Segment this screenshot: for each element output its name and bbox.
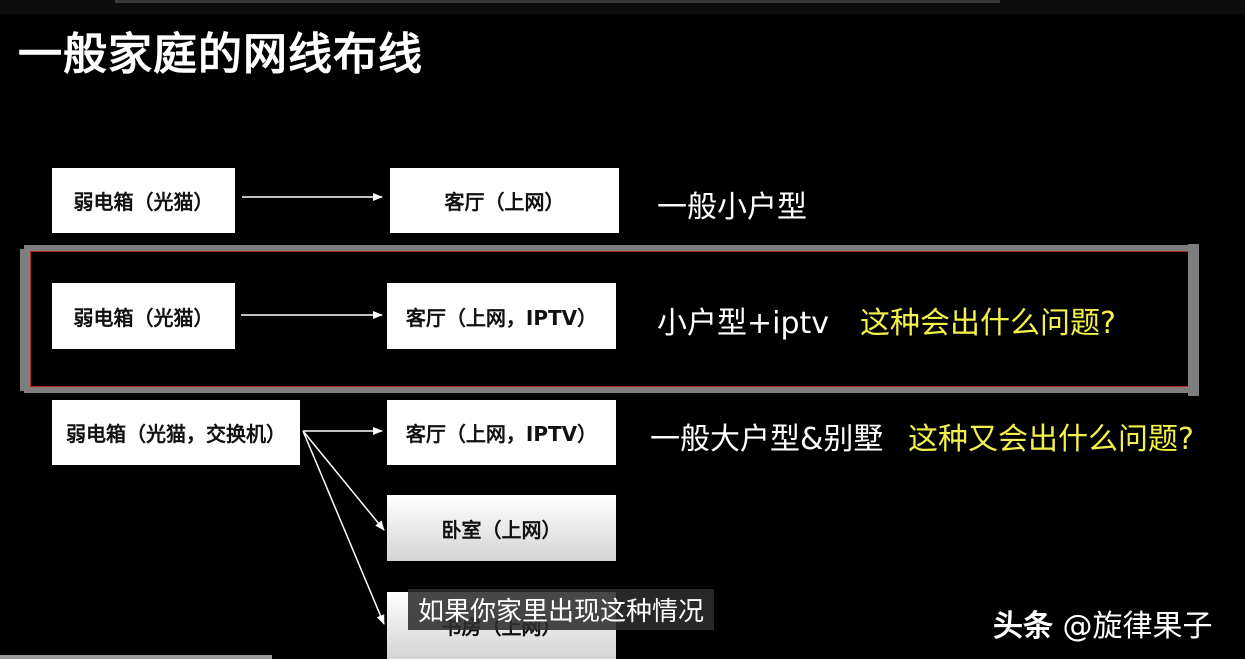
row3-question: 这种又会出什么问题? — [908, 422, 1194, 457]
arrow-row3-study — [302, 430, 385, 625]
row3-label: 一般大户型&别墅 — [650, 422, 884, 457]
top-strip — [115, 0, 1000, 3]
video-progress-bar[interactable] — [0, 655, 272, 659]
row2-question: 这种会出什么问题? — [860, 306, 1116, 341]
target-box-livingroom: 客厅（上网，IPTV） — [387, 400, 616, 465]
watermark-brand: 头条 — [993, 609, 1053, 644]
source-box-row1: 弱电箱（光猫） — [52, 168, 235, 233]
source-box-row3: 弱电箱（光猫，交换机） — [52, 400, 300, 465]
source-box-row2: 弱电箱（光猫） — [52, 283, 235, 349]
row1-label: 一般小户型 — [657, 190, 807, 225]
watermark: 头条 @旋律果子 — [993, 601, 1213, 645]
target-box-row1: 客厅（上网） — [390, 168, 619, 233]
slide-title: 一般家庭的网线布线 — [18, 29, 423, 80]
watermark-handle: @旋律果子 — [1062, 609, 1213, 644]
row2-label: 小户型+iptv — [657, 306, 830, 341]
highlight-frame-right-edge — [1188, 244, 1199, 396]
highlight-frame-left-edge — [20, 249, 27, 391]
target-box-bedroom: 卧室（上网） — [387, 495, 616, 561]
video-top-bar — [0, 0, 1245, 14]
arrow-row3-bedroom — [302, 430, 385, 531]
target-box-row2: 客厅（上网，IPTV） — [387, 283, 616, 349]
video-subtitle: 如果你家里出现这种情况 — [408, 589, 715, 630]
